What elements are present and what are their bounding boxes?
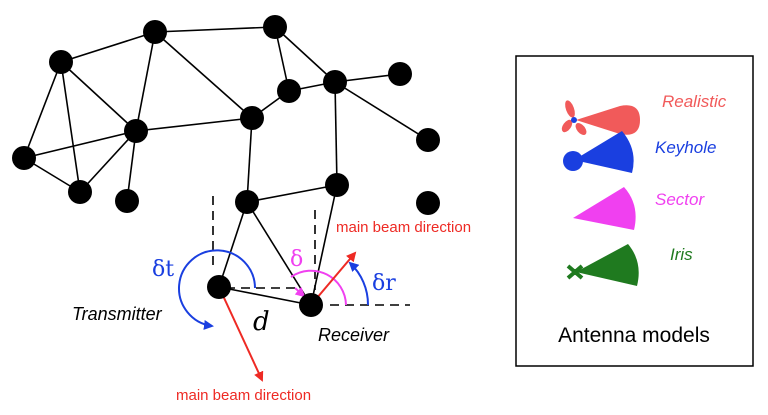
network-edge — [154, 26, 276, 33]
receiver-node — [299, 293, 323, 317]
receiver-label: Receiver — [318, 325, 390, 345]
sector-antenna-icon — [573, 187, 636, 230]
delta-arrow — [294, 286, 306, 298]
realistic-antenna-icon — [561, 100, 640, 135]
network-node — [12, 146, 36, 170]
network-edge — [23, 130, 137, 159]
network-edge — [79, 130, 137, 193]
network-edge — [334, 81, 429, 141]
network-node — [68, 180, 92, 204]
network-node — [277, 79, 301, 103]
network-node — [325, 173, 349, 197]
network-node — [416, 191, 440, 215]
network-node — [143, 20, 167, 44]
network-edge — [23, 61, 62, 159]
network-node — [263, 15, 287, 39]
network-edge — [60, 31, 156, 63]
network-node — [49, 50, 73, 74]
legend-keyhole-label: Keyhole — [655, 138, 716, 157]
network-edge — [154, 31, 253, 119]
keyhole-antenna-icon — [563, 131, 634, 173]
network-edge — [60, 61, 137, 132]
network-edge — [135, 117, 253, 132]
network-edge — [218, 201, 248, 288]
network-edges — [23, 26, 429, 306]
legend-iris-label: Iris — [670, 245, 693, 264]
delta-arc — [290, 269, 347, 306]
network-edge — [246, 184, 338, 203]
iris-antenna-icon — [566, 244, 639, 286]
delta-r-arc — [348, 261, 370, 306]
legend-realistic-label: Realistic — [662, 92, 727, 111]
network-node — [323, 70, 347, 94]
network-node — [240, 106, 264, 130]
distance-label: d — [253, 307, 270, 337]
network-edge — [246, 117, 253, 203]
legend-title: Antenna models — [558, 324, 710, 347]
antenna-legend: Realistic Keyhole Sector Iris Antenna mo… — [515, 55, 754, 367]
network-nodes — [12, 15, 440, 317]
transmitter-label: Transmitter — [72, 304, 163, 324]
network-node — [388, 62, 412, 86]
legend-sector-label: Sector — [655, 190, 705, 209]
reference-dashes — [212, 196, 410, 306]
network-node — [115, 189, 139, 213]
network-edge — [135, 31, 156, 132]
network-node — [124, 119, 148, 143]
delta-t-arc — [178, 249, 256, 330]
main-beam-direction-top-label: main beam direction — [336, 219, 471, 236]
transmitter-node — [207, 275, 231, 299]
network-node — [235, 190, 259, 214]
delta-t-label: δt — [152, 257, 174, 282]
network-edge — [218, 286, 312, 306]
network-node — [416, 128, 440, 152]
network-edge — [334, 81, 338, 186]
delta-label: δ — [290, 247, 303, 272]
main-beam-direction-bottom-label: main beam direction — [176, 387, 311, 404]
network-edge — [274, 26, 336, 83]
transmitter-main-beam-arrow — [218, 286, 264, 382]
network-edge — [60, 61, 81, 193]
delta-r-label: δr — [372, 271, 396, 296]
